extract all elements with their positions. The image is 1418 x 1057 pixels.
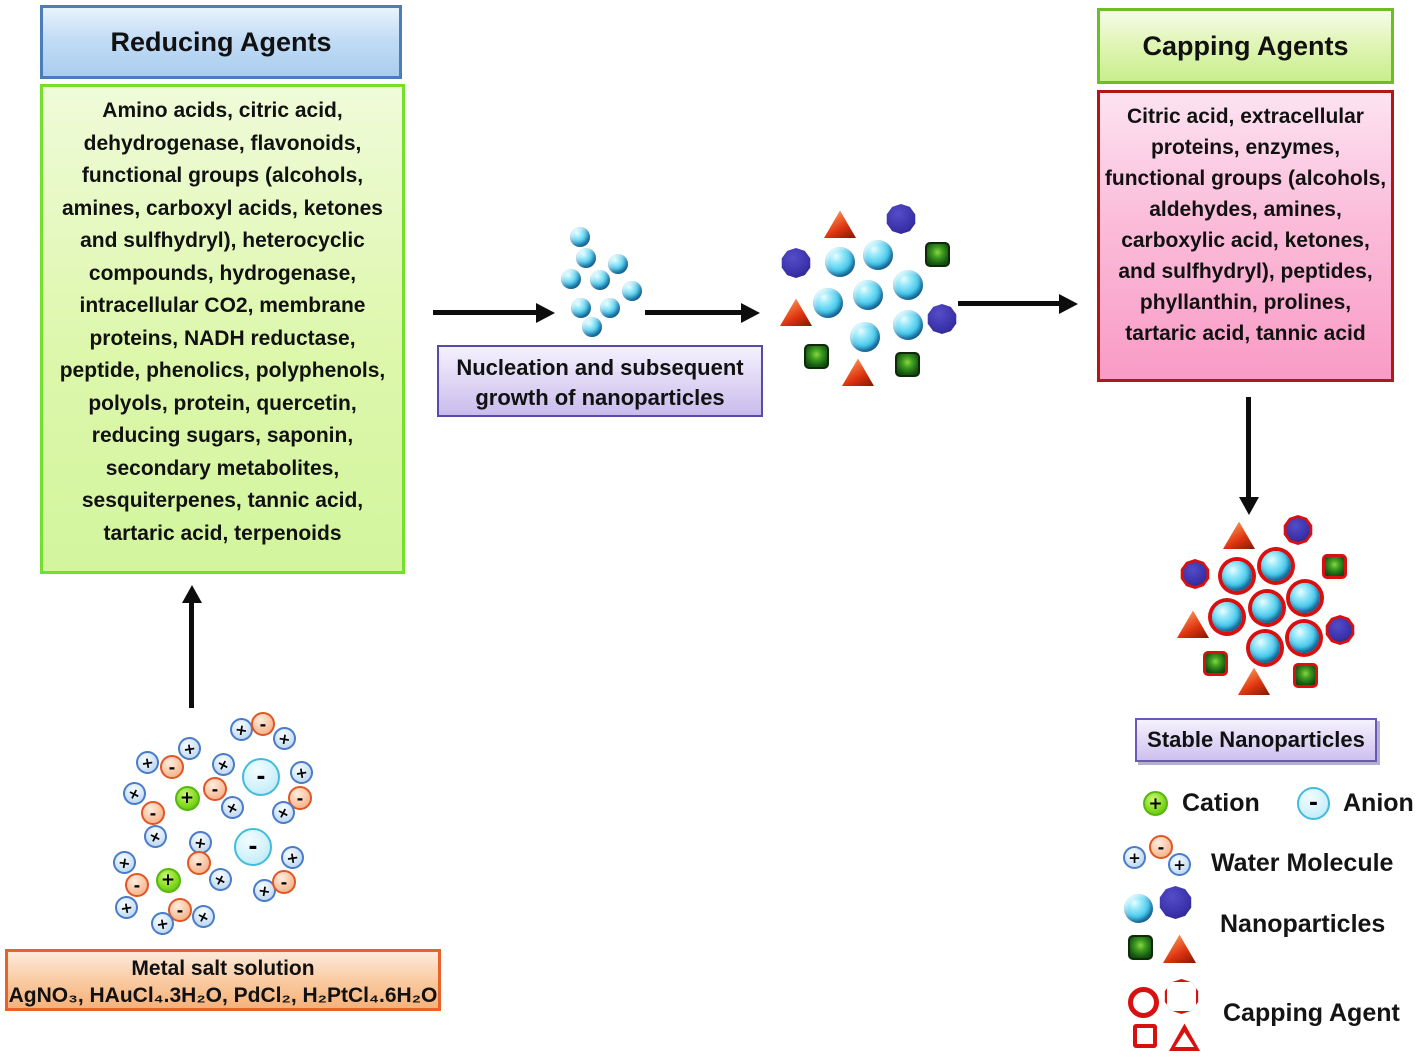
water-positive-ion: + xyxy=(270,724,298,752)
water-positive-ion: + xyxy=(110,848,138,876)
nanoparticle-decagon-core xyxy=(1183,562,1207,586)
nanoparticle-sphere xyxy=(571,298,591,318)
nanoparticle-sphere xyxy=(850,322,880,352)
nanoparticle-sphere xyxy=(1261,551,1291,581)
nanoparticle-sphere xyxy=(590,270,610,290)
cation-icon: + xyxy=(1143,791,1168,816)
nanoparticle-sphere xyxy=(853,280,883,310)
capping-agent-label: Capping Agent xyxy=(1223,999,1400,1027)
water-molecule-label: Water Molecule xyxy=(1211,849,1394,877)
nanoparticle-square xyxy=(924,241,950,267)
water-negative-ion: - xyxy=(160,755,184,779)
water-positive-ion: + xyxy=(278,843,306,871)
capping-circle-icon xyxy=(1128,987,1159,1018)
nanoparticle-decagon-core xyxy=(1328,618,1352,642)
water-positive-ion: + xyxy=(207,748,239,780)
nanoparticle-sphere xyxy=(570,227,590,247)
nanoparticle-sphere xyxy=(561,269,581,289)
water-positive-ion: + xyxy=(112,893,140,921)
water-positive-ion: + xyxy=(287,758,315,786)
nanoparticle-decagon xyxy=(1283,515,1313,545)
metal-salt-title: Metal salt solution xyxy=(131,957,315,980)
nanoparticle-triangle xyxy=(1177,610,1209,638)
capping-decagon-icon xyxy=(1164,979,1199,1014)
nanoparticle-sphere xyxy=(893,310,923,340)
nanoparticle-sphere xyxy=(813,288,843,318)
arrow-growth-to-capping xyxy=(958,301,1059,306)
water-negative-ion: - xyxy=(203,777,227,801)
water-negative-ion: - xyxy=(251,712,275,736)
nanoparticle-sphere xyxy=(1290,583,1320,613)
capping-square-icon xyxy=(1133,1024,1157,1048)
nanoparticle-triangle xyxy=(780,298,812,326)
nanoparticle-square xyxy=(894,351,920,377)
reducing-agents-header: Reducing Agents xyxy=(40,5,402,79)
anion-icon: - xyxy=(1297,787,1330,820)
nanoparticle-sphere xyxy=(582,317,602,337)
nanoparticle-sphere xyxy=(600,298,620,318)
metal-salt-solution-box: Metal salt solution AgNO₃, HAuCl₄.3H₂O, … xyxy=(5,949,441,1011)
metal-salt-formulas: AgNO₃, HAuCl₄.3H₂O, PdCl₂, H₂PtCl₄.6H₂O xyxy=(8,984,438,1007)
cation-ion: + xyxy=(174,785,200,811)
stable-nanoparticles-box: Stable Nanoparticles xyxy=(1135,718,1377,762)
triangle-nanoparticle-icon xyxy=(1163,934,1196,963)
arrow-reducing-to-nucleation xyxy=(433,310,536,315)
nanoparticle-decagon xyxy=(781,248,811,278)
nanoparticle-sphere xyxy=(1252,593,1282,623)
capping-agents-header: Capping Agents xyxy=(1097,8,1394,84)
nanoparticle-sphere xyxy=(622,281,642,301)
nanoparticle-sphere xyxy=(825,247,855,277)
nanoparticle-sphere xyxy=(863,240,893,270)
water-positive-ion: + xyxy=(139,820,171,852)
reducing-agents-list: Amino acids, citric acid, dehydrogenase,… xyxy=(40,84,405,574)
arrow-nucleation-to-growth xyxy=(645,310,741,315)
nanoparticle-square xyxy=(803,343,829,369)
nanoparticle-decagon-core xyxy=(1286,518,1310,542)
nanoparticle-triangle xyxy=(1238,667,1270,695)
nanoparticle-sphere xyxy=(1289,623,1319,653)
nanoparticle-square xyxy=(1292,662,1318,688)
water-negative-ion: - xyxy=(272,870,296,894)
capping-triangle-icon xyxy=(1169,1023,1200,1051)
nanoparticle-decagon xyxy=(886,204,916,234)
water-positive-ion: + xyxy=(227,715,255,743)
nanoparticle-triangle xyxy=(1223,521,1255,549)
nanoparticle-decagon xyxy=(1180,559,1210,589)
anion-ion: - xyxy=(234,828,272,866)
nanoparticle-sphere xyxy=(1250,633,1280,663)
nanoparticle-sphere xyxy=(1212,602,1242,632)
nanoparticles-label: Nanoparticles xyxy=(1220,910,1386,938)
anion-label: Anion xyxy=(1343,789,1414,817)
cation-label: Cation xyxy=(1182,789,1260,817)
nucleation-growth-box: Nucleation and subsequent growth of nano… xyxy=(437,345,763,417)
capping-decagon-inner xyxy=(1167,982,1196,1011)
nanoparticle-sphere xyxy=(893,270,923,300)
water-negative-ion: - xyxy=(125,873,149,897)
anion-ion: - xyxy=(242,758,280,796)
cation-ion: + xyxy=(155,867,181,893)
nanoparticle-sphere xyxy=(576,248,596,268)
decagon-nanoparticle-icon xyxy=(1159,886,1192,919)
nanoparticle-triangle xyxy=(842,358,874,386)
nanoparticle-square xyxy=(1202,650,1228,676)
water-positive-ion: + xyxy=(187,900,219,932)
nanoparticle-sphere xyxy=(1222,561,1252,591)
water-negative-ion: - xyxy=(141,801,165,825)
arrow-ions-to-reducing xyxy=(189,603,194,708)
nanoparticle-triangle xyxy=(824,210,856,238)
water-negative-ion: - xyxy=(187,851,211,875)
nanoparticle-sphere xyxy=(608,254,628,274)
water-molecule-icon: + xyxy=(1123,846,1146,869)
arrow-capping-to-stable xyxy=(1246,397,1251,497)
capping-triangle-inner xyxy=(1175,1032,1194,1047)
water-positive-ion: + xyxy=(133,748,161,776)
water-molecule-icon: + xyxy=(1168,853,1191,876)
nanoparticle-decagon xyxy=(1325,615,1355,645)
water-molecule-icon: - xyxy=(1149,835,1173,859)
sphere-nanoparticle-icon xyxy=(1124,894,1153,923)
nanoparticle-square xyxy=(1321,553,1347,579)
square-nanoparticle-icon xyxy=(1128,935,1153,960)
nanoparticle-decagon xyxy=(927,304,957,334)
capping-agents-list: Citric acid, extracellular proteins, enz… xyxy=(1097,90,1394,382)
